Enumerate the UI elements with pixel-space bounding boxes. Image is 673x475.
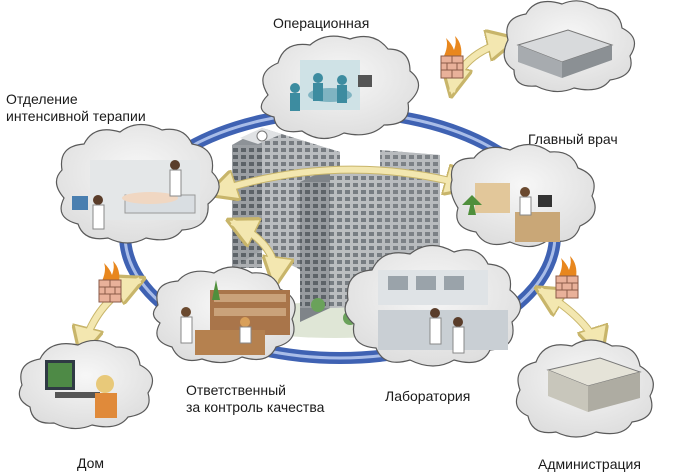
label-quality-control: Ответственный за контроль качества [186, 382, 325, 415]
chief-physician-cloud [450, 143, 596, 248]
firewall-icon [98, 261, 122, 303]
icu-cloud [55, 123, 220, 244]
remote-building-icon [503, 0, 636, 93]
operating-room-cloud [260, 35, 420, 140]
laboratory-cloud [344, 244, 522, 367]
laptop-user-icon [45, 360, 117, 418]
connection-arrows [82, 40, 600, 352]
home-cloud [18, 339, 154, 430]
label-operating-room: Операционная [273, 15, 370, 31]
label-administration: Администрация [538, 456, 641, 472]
firewall-icon [555, 256, 579, 299]
quality-control-cloud [152, 266, 296, 364]
label-chief-physician: Главный врач [528, 131, 618, 147]
firewall-icon [440, 36, 464, 79]
label-icu: Отделение интенсивной терапии [6, 91, 146, 124]
label-home: Дом [77, 455, 105, 471]
remote-building-icon [515, 339, 654, 438]
label-laboratory: Лаборатория [385, 388, 471, 404]
